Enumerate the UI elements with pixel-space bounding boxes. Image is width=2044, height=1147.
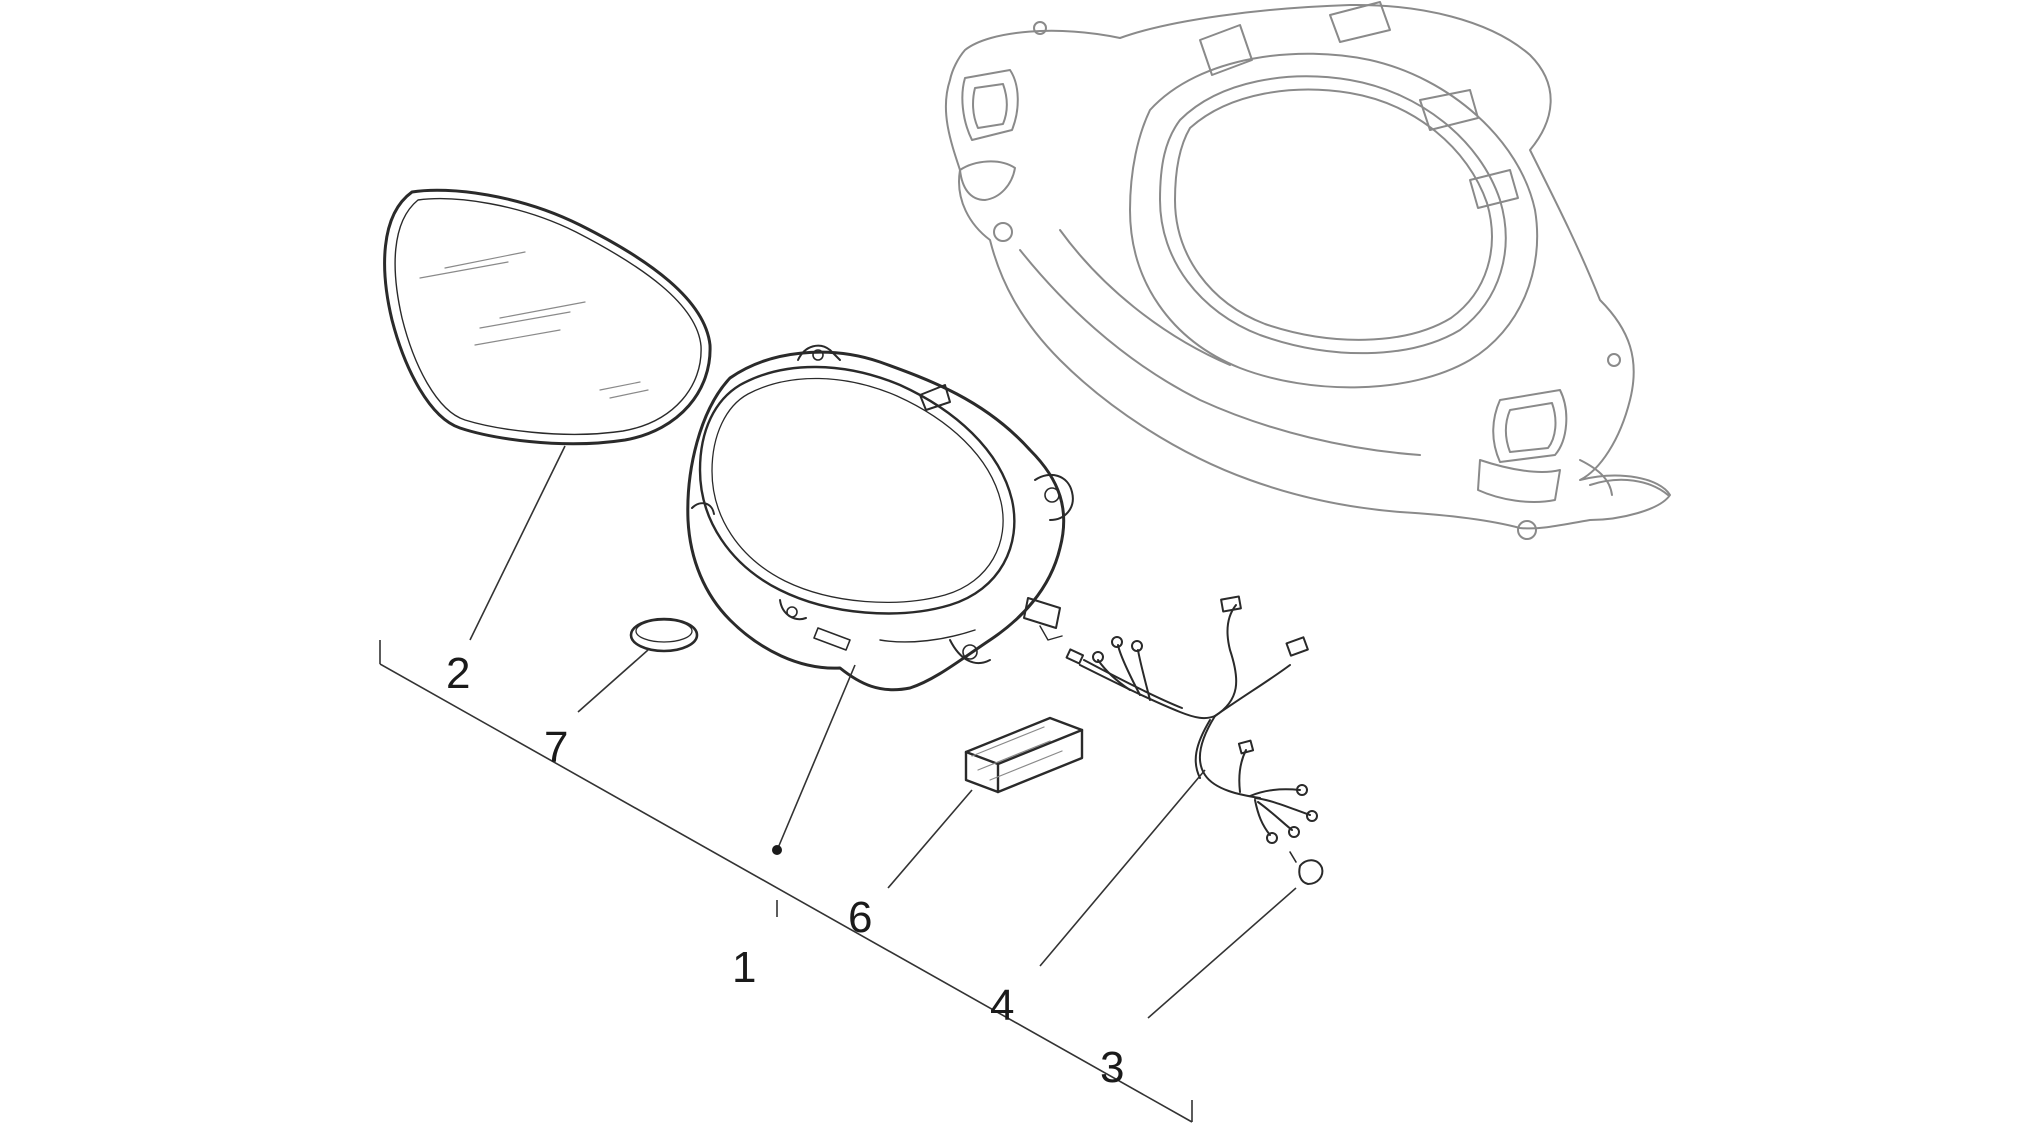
instrument-cluster-part [686,344,1074,692]
block-part [964,716,1084,794]
handlebar-cover-drawing [944,1,1671,540]
leader-1 [777,664,856,849]
callout-3: 3 [1100,1043,1124,1092]
wiring-harness-part [1065,595,1318,844]
callout-1: 1 [732,943,756,992]
callout-6: 6 [848,893,872,942]
leader-4 [1039,769,1206,967]
leader-6 [887,789,973,889]
leader-2 [469,445,566,641]
leader-lines [469,445,1297,1019]
leader-1-dot [772,845,782,855]
callout-labels: 2 7 6 1 4 3 [446,649,1124,1092]
disc-part [629,617,699,653]
leader-7 [577,649,649,713]
callout-7: 7 [544,723,568,772]
callout-2: 2 [446,649,470,698]
group-bracket [379,640,1193,1123]
bulb-part [1289,851,1324,885]
leader-3 [1147,887,1297,1019]
callout-4: 4 [990,981,1014,1030]
lens-glass-part [383,188,712,446]
